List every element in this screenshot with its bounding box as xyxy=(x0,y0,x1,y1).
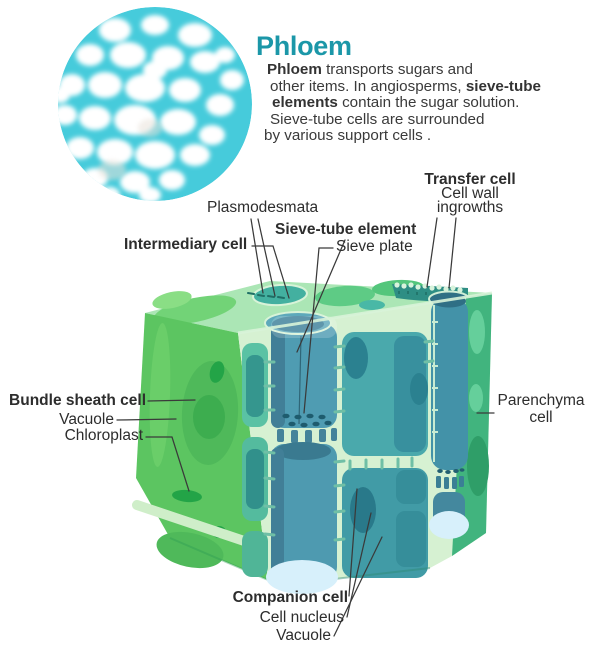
description-bold-sieve-tube: sieve-tube xyxy=(465,77,541,95)
label-cell-nucleus: Cell nucleus xyxy=(259,609,344,626)
page-title: Phloem xyxy=(256,31,352,61)
label-intermediary-cell: Intermediary cell xyxy=(124,236,248,253)
description-bold-phloem: Phloem xyxy=(267,61,322,78)
line-chloroplast xyxy=(145,436,190,492)
label-transfer-cell: Transfer cell xyxy=(424,171,516,188)
line-cell-wall-ingrowths xyxy=(448,217,457,289)
label-vacuole-left: Vacuole xyxy=(59,411,114,428)
top-front-edge xyxy=(237,291,493,335)
description-line: other items. In angiosperms, sieve-tube xyxy=(270,77,541,95)
left-phloem-cells xyxy=(242,343,268,577)
wall-pit-ticks xyxy=(263,339,435,542)
label-chloroplast: Chloroplast xyxy=(64,427,143,444)
description-line: Sieve-tube cells are surrounded xyxy=(270,110,485,128)
line-vacuole-bottom xyxy=(333,536,383,637)
vacuole-left-shape xyxy=(193,395,225,439)
line-bundle-sheath xyxy=(147,399,196,402)
label-transfer-cell-block: Transfer cell Cell wall ingrowths xyxy=(422,171,518,216)
label-cell-wall: Cell wall xyxy=(441,184,499,202)
label-ingrowths: ingrowths xyxy=(436,198,504,216)
line-vacuole-left xyxy=(116,418,177,421)
parenchyma-cell-shape xyxy=(452,293,492,556)
label-sieve-tube-element: Sieve-tube element xyxy=(275,221,417,238)
label-sieve-plate: Sieve plate xyxy=(336,238,413,255)
top-face xyxy=(145,279,492,333)
line-sieve-tube-element xyxy=(296,239,346,353)
companion-cell-shape xyxy=(342,468,428,578)
description-line: elements contain the sugar solution. xyxy=(272,94,520,112)
label-plasmodesmata: Plasmodesmata xyxy=(207,199,319,216)
line-intermediary-cell xyxy=(251,245,290,299)
description-line: Phloem transports sugars and xyxy=(267,61,473,78)
upper-phloem-cell xyxy=(342,332,428,456)
line-transfer-cell xyxy=(426,217,438,288)
description-bold-elements: elements xyxy=(272,94,338,112)
tissue-cube xyxy=(132,279,493,594)
label-bundle-sheath-cell: Bundle sheath cell xyxy=(9,392,146,409)
label-vacuole-bottom: Vacuole xyxy=(276,627,331,644)
cell-wall-ingrowths-shape xyxy=(394,282,463,293)
bottom-light-blue-left xyxy=(266,560,338,594)
label-companion-cell: Companion cell xyxy=(232,589,348,606)
sieve-plate-shape xyxy=(277,413,337,443)
leader-lines xyxy=(116,217,495,637)
front-face-phloem xyxy=(238,293,492,594)
intermediary-cell-shape xyxy=(252,283,308,307)
micrograph-image xyxy=(58,7,252,201)
micrograph-cells xyxy=(58,15,244,201)
plasmodesmata-shape xyxy=(247,292,285,299)
left-face-bundle-sheath xyxy=(132,313,270,581)
label-parenchyma-cell: Parenchyma cell xyxy=(497,392,585,426)
line-plasmodesmata-1 xyxy=(250,218,264,294)
description: Phloem transports sugars and other items… xyxy=(263,61,541,145)
sieve-tube-lower-shape xyxy=(271,442,337,580)
cell-nucleus-upper xyxy=(344,337,368,379)
micrograph-tint-cells xyxy=(98,119,162,180)
description-line: by various support cells . xyxy=(264,127,432,145)
sieve-tube-element-shape xyxy=(264,311,337,428)
line-plasmodesmata-2 xyxy=(257,218,276,297)
bottom-light-blue-right xyxy=(429,511,469,539)
line-sieve-plate xyxy=(303,247,334,414)
line-companion-cell xyxy=(348,488,358,597)
